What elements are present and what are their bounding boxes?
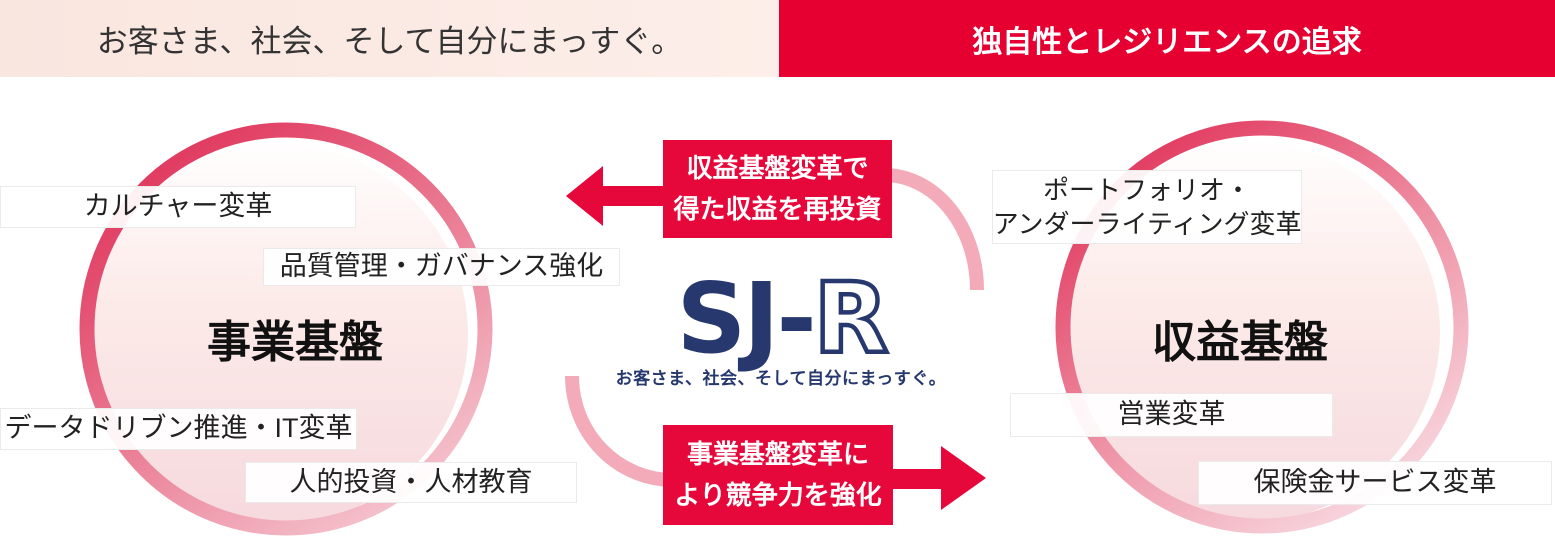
arrow-left-icon [566,166,670,226]
flow-bottom-competitiveness-box: 事業基盤変革に より競争力を強化 [663,425,893,525]
arrow-right-icon [886,446,986,510]
sjr-logo-solid-text: SJ- [676,262,817,375]
label-quality-governance-text: 品質管理・ガバナンス強化 [279,251,604,282]
cycle-arc-top-icon [883,168,984,291]
label-claims-service-reform: 保険金サービス変革 [1198,461,1552,505]
label-quality-governance: 品質管理・ガバナンス強化 [263,248,620,286]
sjr-logo: SJ-R [677,268,891,370]
banner-uniqueness-resilience-text: 独自性とレジリエンスの追求 [972,25,1362,59]
flow-top-line2: 得た収益を再投資 [673,194,882,224]
label-culture-reform: カルチャー変革 [0,186,356,228]
label-portfolio-line2: アンダーライティング変革 [992,209,1302,239]
flow-bottom-line2: より競争力を強化 [674,480,882,510]
label-portfolio-underwriting: ポートフォリオ・ アンダーライティング変革 [992,170,1302,244]
business-foundation-title: 事業基盤 [207,318,383,367]
label-sales-reform: 営業変革 [1010,393,1333,437]
flow-top-line1: 収益基盤変革で [686,153,869,183]
label-claims-service-reform-text: 保険金サービス変革 [1253,467,1497,498]
revenue-foundation-circle-ring [1055,120,1469,534]
label-culture-reform-text: カルチャー変革 [83,191,273,222]
label-sales-reform-text: 営業変革 [1117,399,1226,430]
banner-customer-slogan-text: お客さま、社会、そして自分にまっすぐ。 [96,24,683,59]
revenue-foundation-title: 収益基盤 [1152,318,1328,367]
sjr-logo-tagline: お客さま、社会、そして自分にまっすぐ。 [615,369,947,388]
label-data-driven-it-text: データドリブン推進・IT変革 [4,413,353,444]
sjr-logo-outline-r: R [812,262,891,375]
banner-customer-slogan: お客さま、社会、そして自分にまっすぐ。 [0,0,779,77]
flow-bottom-line1: 事業基盤変革に [686,439,869,469]
banner-uniqueness-resilience: 独自性とレジリエンスの追求 [779,0,1555,77]
label-data-driven-it: データドリブン推進・IT変革 [0,408,357,450]
label-human-investment: 人的投資・人材教育 [245,462,577,503]
business-foundation-circle-ring [79,122,493,536]
cycle-arc-bottom-icon [565,375,674,487]
flow-top-reinvest-box: 収益基盤変革で 得た収益を再投資 [663,140,892,238]
label-portfolio-line1: ポートフォリオ・ [1042,174,1251,205]
label-human-investment-text: 人的投資・人材教育 [289,466,533,497]
